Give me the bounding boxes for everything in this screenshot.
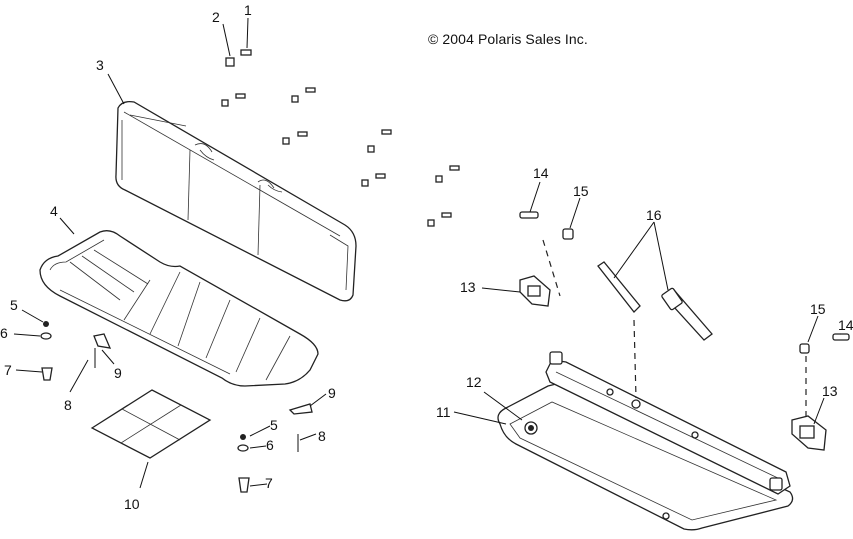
seat-cushion bbox=[39, 230, 319, 387]
callout-15-left: 15 bbox=[573, 183, 589, 199]
seat-belt-buckle-left bbox=[519, 275, 551, 307]
callout-labels: 1 2 3 4 5 6 7 8 9 10 5 6 7 8 9 13 14 15 … bbox=[0, 2, 853, 512]
bolt-14-left bbox=[519, 211, 539, 219]
copyright-notice: © 2004 Polaris Sales Inc. bbox=[428, 31, 588, 47]
callout-6-left: 6 bbox=[0, 325, 8, 341]
nut-15-right bbox=[799, 343, 810, 354]
assembly-lines bbox=[542, 239, 807, 420]
callout-13-left: 13 bbox=[460, 279, 476, 295]
callout-2: 2 bbox=[212, 9, 220, 25]
leader-lines bbox=[13, 17, 841, 489]
callout-10: 10 bbox=[124, 496, 140, 512]
seat-base-frame bbox=[497, 351, 794, 531]
seat-pad bbox=[90, 389, 212, 459]
grommet-12 bbox=[524, 421, 538, 435]
callout-7-left: 7 bbox=[4, 362, 12, 378]
callout-5-left: 5 bbox=[10, 297, 18, 313]
cushion-fasteners-right bbox=[237, 403, 313, 493]
callout-16: 16 bbox=[646, 207, 662, 223]
callout-9-right: 9 bbox=[328, 385, 336, 401]
callout-7-right: 7 bbox=[265, 475, 273, 491]
callout-11: 11 bbox=[436, 404, 451, 420]
callout-8-right: 8 bbox=[318, 428, 326, 444]
callout-5-right: 5 bbox=[270, 417, 278, 433]
callout-6-right: 6 bbox=[266, 437, 274, 453]
cushion-fasteners-left bbox=[40, 321, 112, 381]
callout-4: 4 bbox=[50, 203, 58, 219]
seat-belt-straps bbox=[597, 261, 713, 341]
callout-13-right: 13 bbox=[822, 383, 838, 399]
callout-12: 12 bbox=[466, 374, 482, 390]
callout-14-left: 14 bbox=[533, 165, 549, 181]
nut-15-left bbox=[562, 228, 574, 240]
callout-1: 1 bbox=[244, 2, 252, 18]
callout-14-right: 14 bbox=[838, 317, 853, 333]
callout-15-right: 15 bbox=[810, 301, 826, 317]
seat-belt-buckle-right bbox=[791, 415, 827, 451]
callout-8-left: 8 bbox=[64, 397, 72, 413]
seat-back bbox=[115, 100, 357, 302]
callout-3: 3 bbox=[96, 57, 104, 73]
back-fasteners bbox=[221, 49, 460, 227]
bolt-14-right bbox=[832, 333, 850, 341]
callout-9-left: 9 bbox=[114, 365, 122, 381]
